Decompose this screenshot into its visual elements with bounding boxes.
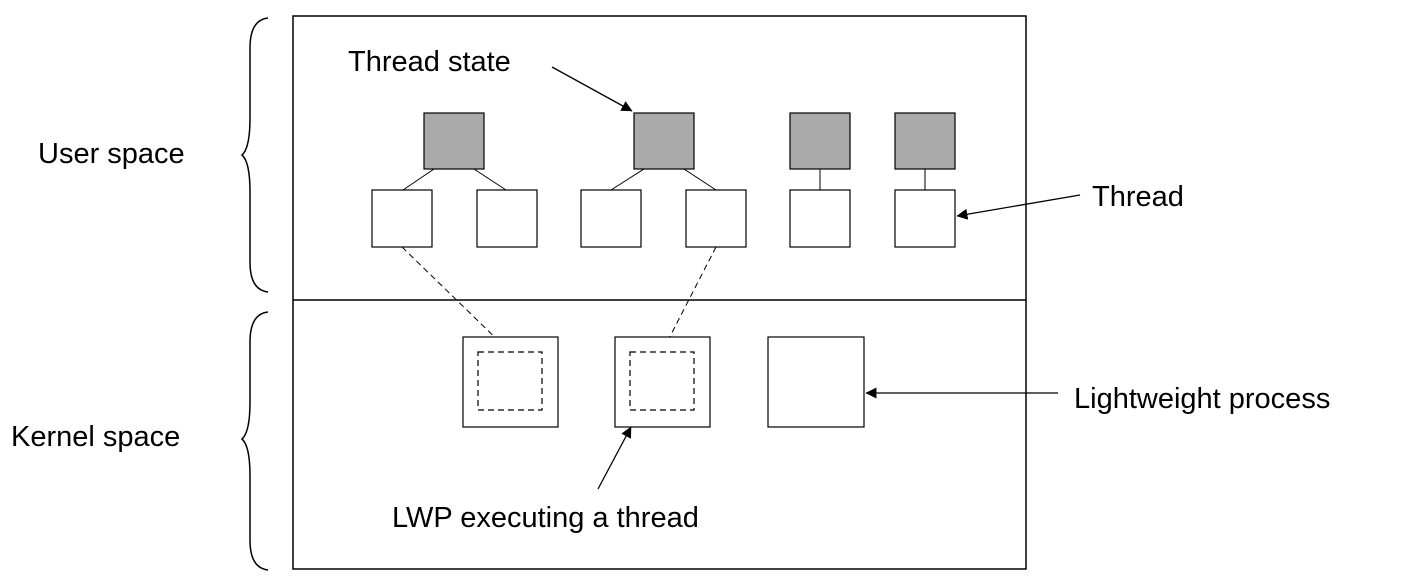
state-thread-connectors	[402, 168, 926, 191]
thread-box	[789, 189, 851, 248]
thread-state-box	[633, 112, 695, 170]
thread-box	[894, 189, 956, 248]
thread-state-box	[423, 112, 485, 170]
thread-box	[685, 189, 747, 248]
lwp-box	[767, 336, 865, 428]
thread-state-arrow	[551, 66, 633, 112]
lightweight-process-label: Lightweight process	[1074, 383, 1330, 415]
lightweight-processes	[462, 336, 865, 428]
thread-box	[476, 189, 538, 248]
thread-lwp-mapping	[401, 246, 717, 353]
thread-states	[423, 112, 956, 170]
lwp-inner-thread	[629, 351, 695, 411]
thread-box	[371, 189, 433, 248]
thread-label: Thread	[1092, 181, 1184, 213]
kernel-space-label: Kernel space	[11, 421, 180, 453]
thread-box	[580, 189, 642, 248]
lwp-box	[614, 336, 711, 428]
thread-state-label: Thread state	[348, 46, 511, 78]
lwp-executing-arrow	[597, 426, 632, 490]
lwp-box	[462, 336, 559, 428]
lwp-inner-thread	[477, 351, 543, 411]
user-space-brace	[240, 17, 269, 293]
lwp-executing-label: LWP executing a thread	[392, 502, 699, 534]
user-space-label: User space	[38, 138, 185, 170]
callout-arrows	[551, 66, 1081, 490]
kernel-space-brace	[240, 311, 269, 571]
thread-state-box	[894, 112, 956, 170]
process-frame	[292, 15, 1027, 570]
threads	[371, 189, 956, 248]
thread-arrow	[956, 194, 1081, 220]
thread-state-box	[789, 112, 851, 170]
